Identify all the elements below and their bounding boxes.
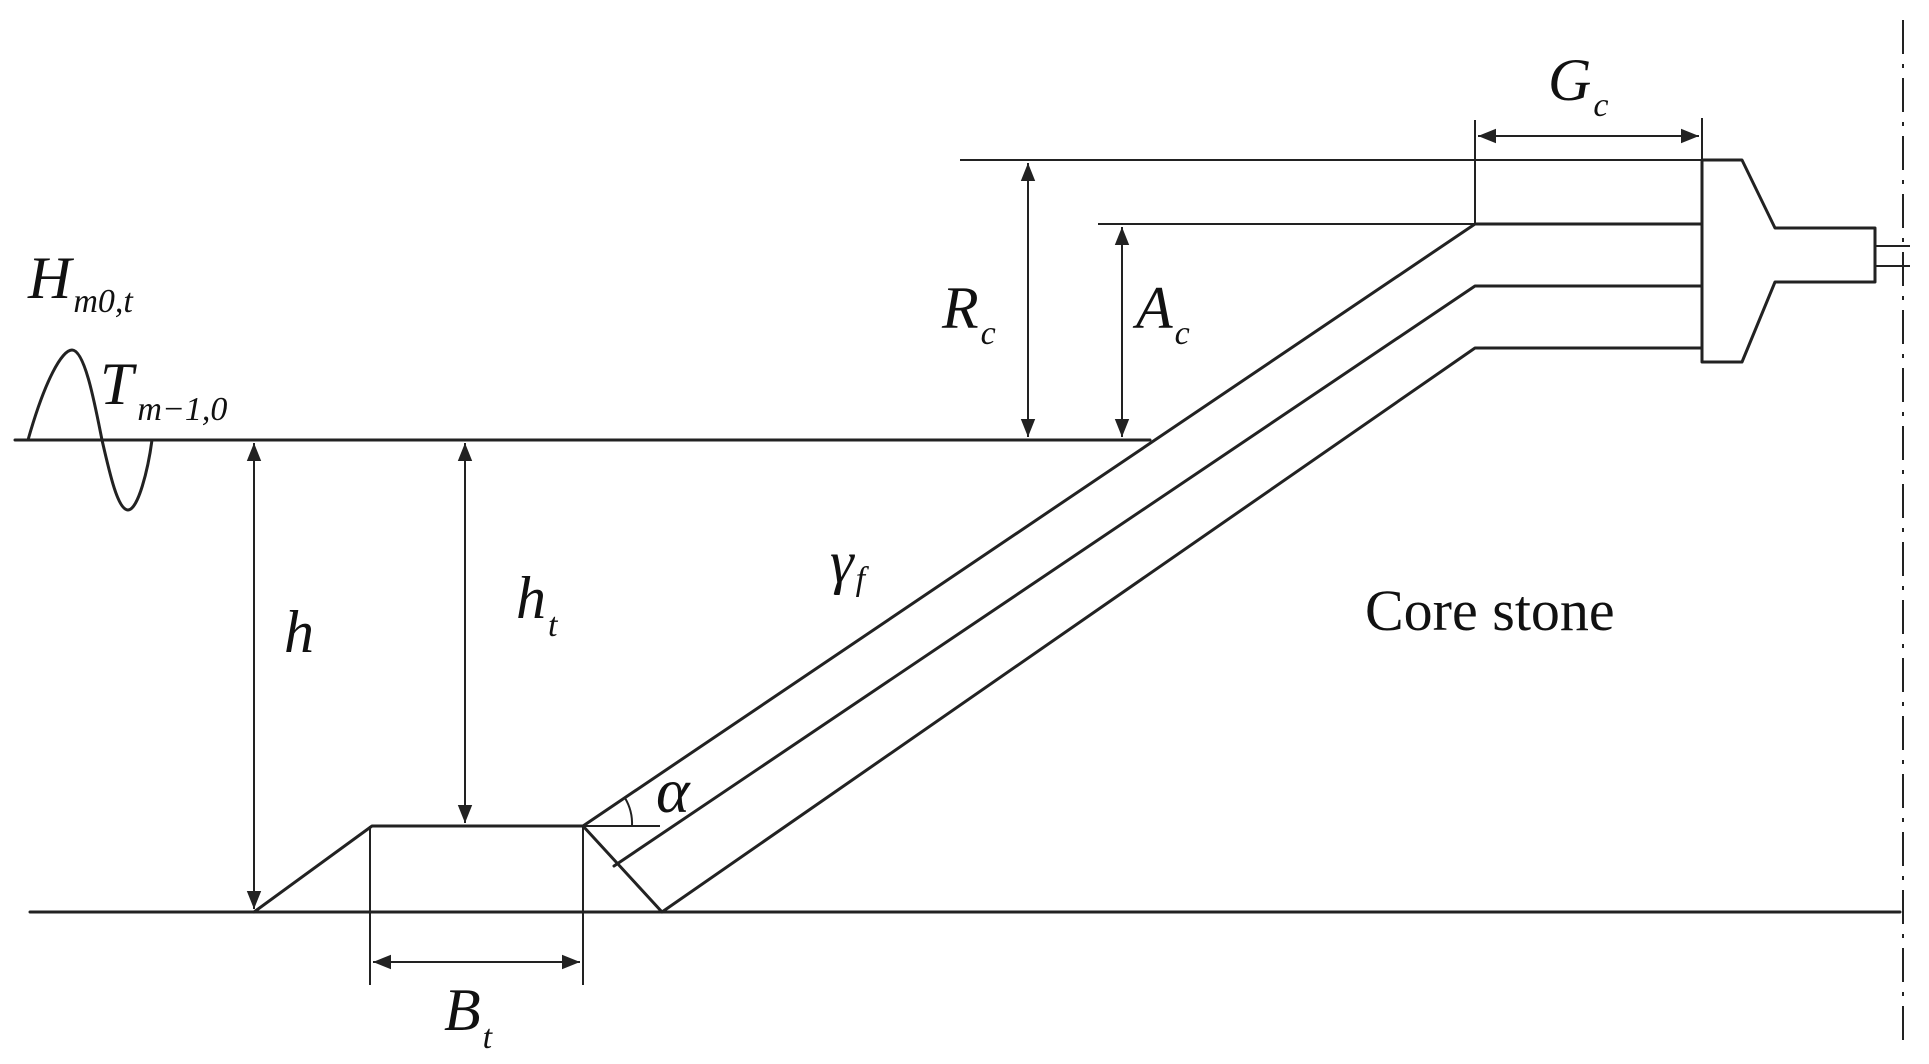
label-core-stone: Core stone	[1365, 578, 1615, 643]
label-slope-angle: α	[656, 755, 691, 826]
label-armour-freeboard: Ac	[1132, 275, 1190, 352]
alpha-angle-arc	[624, 797, 634, 827]
incident-wave-icon	[26, 348, 154, 512]
toe-berm-back-face	[581, 824, 664, 914]
underlayer-boundary	[612, 284, 1704, 868]
label-crest-width: Gc	[1548, 47, 1608, 124]
label-water-depth: h	[284, 599, 314, 665]
crown-wall-outline	[1700, 158, 1877, 364]
core-boundary	[660, 346, 1704, 914]
label-toe-width: Bt	[444, 977, 494, 1056]
label-wave-height: Hm0,t	[27, 245, 134, 320]
toe-berm-outline	[252, 824, 585, 914]
label-toe-depth: ht	[516, 565, 559, 644]
label-roughness: γf	[830, 529, 870, 598]
label-crest-freeboard: Rc	[941, 275, 996, 352]
